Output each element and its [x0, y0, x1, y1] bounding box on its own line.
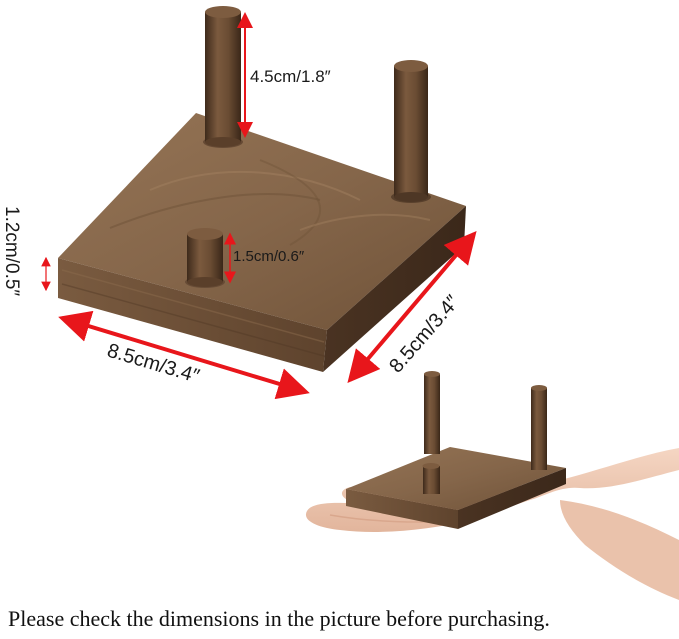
- dimension-arrows: [41, 12, 477, 400]
- tall-peg-left: [203, 6, 243, 148]
- short-peg-height-label: 1.5cm/0.6″: [233, 248, 305, 265]
- base-thickness-label: 1.2cm/0.5″: [1, 206, 22, 296]
- caption-text: Please check the dimensions in the pictu…: [8, 606, 550, 631]
- tall-peg-right: [391, 60, 431, 203]
- short-peg-front: [185, 228, 225, 288]
- tall-peg-height-label: 4.5cm/1.8″: [250, 67, 331, 86]
- hand-with-stand: [305, 371, 679, 600]
